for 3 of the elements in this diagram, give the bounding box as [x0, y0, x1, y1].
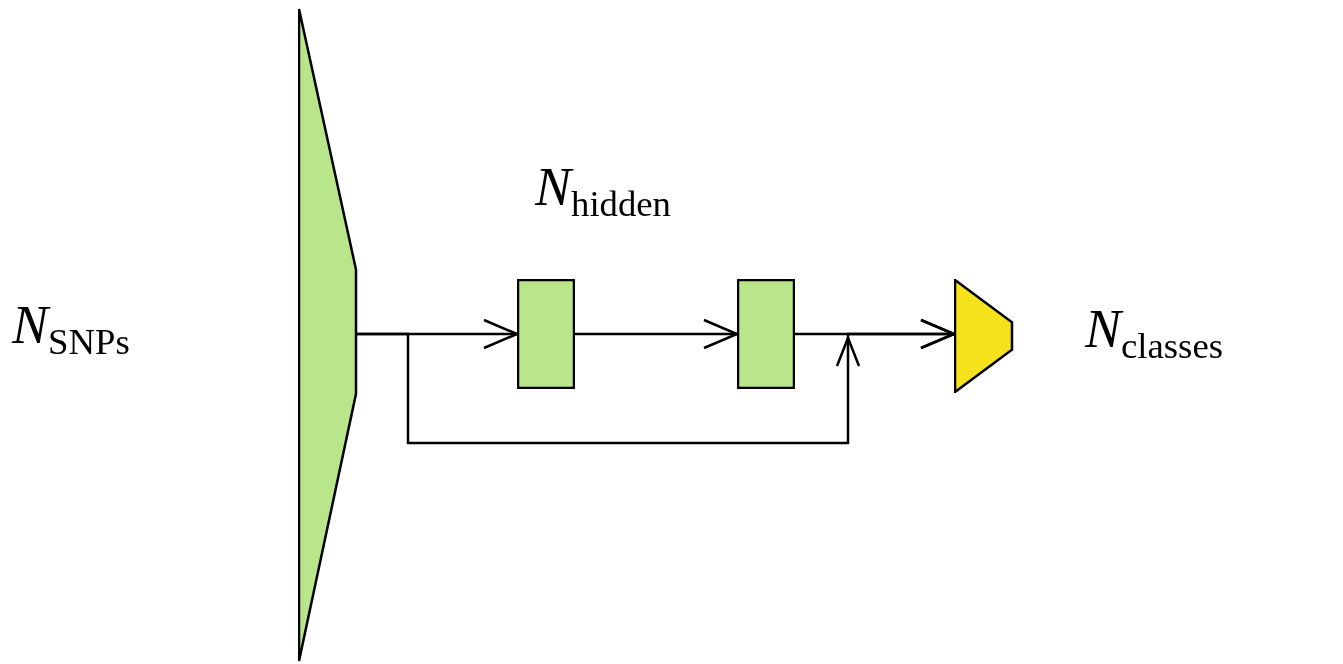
layer-size-label: N$_{hidden}$: [535, 160, 671, 223]
layer-size-label: N$_{classes}$: [1085, 302, 1223, 365]
layer-size-label: N$_{SNPs}$: [12, 298, 130, 361]
